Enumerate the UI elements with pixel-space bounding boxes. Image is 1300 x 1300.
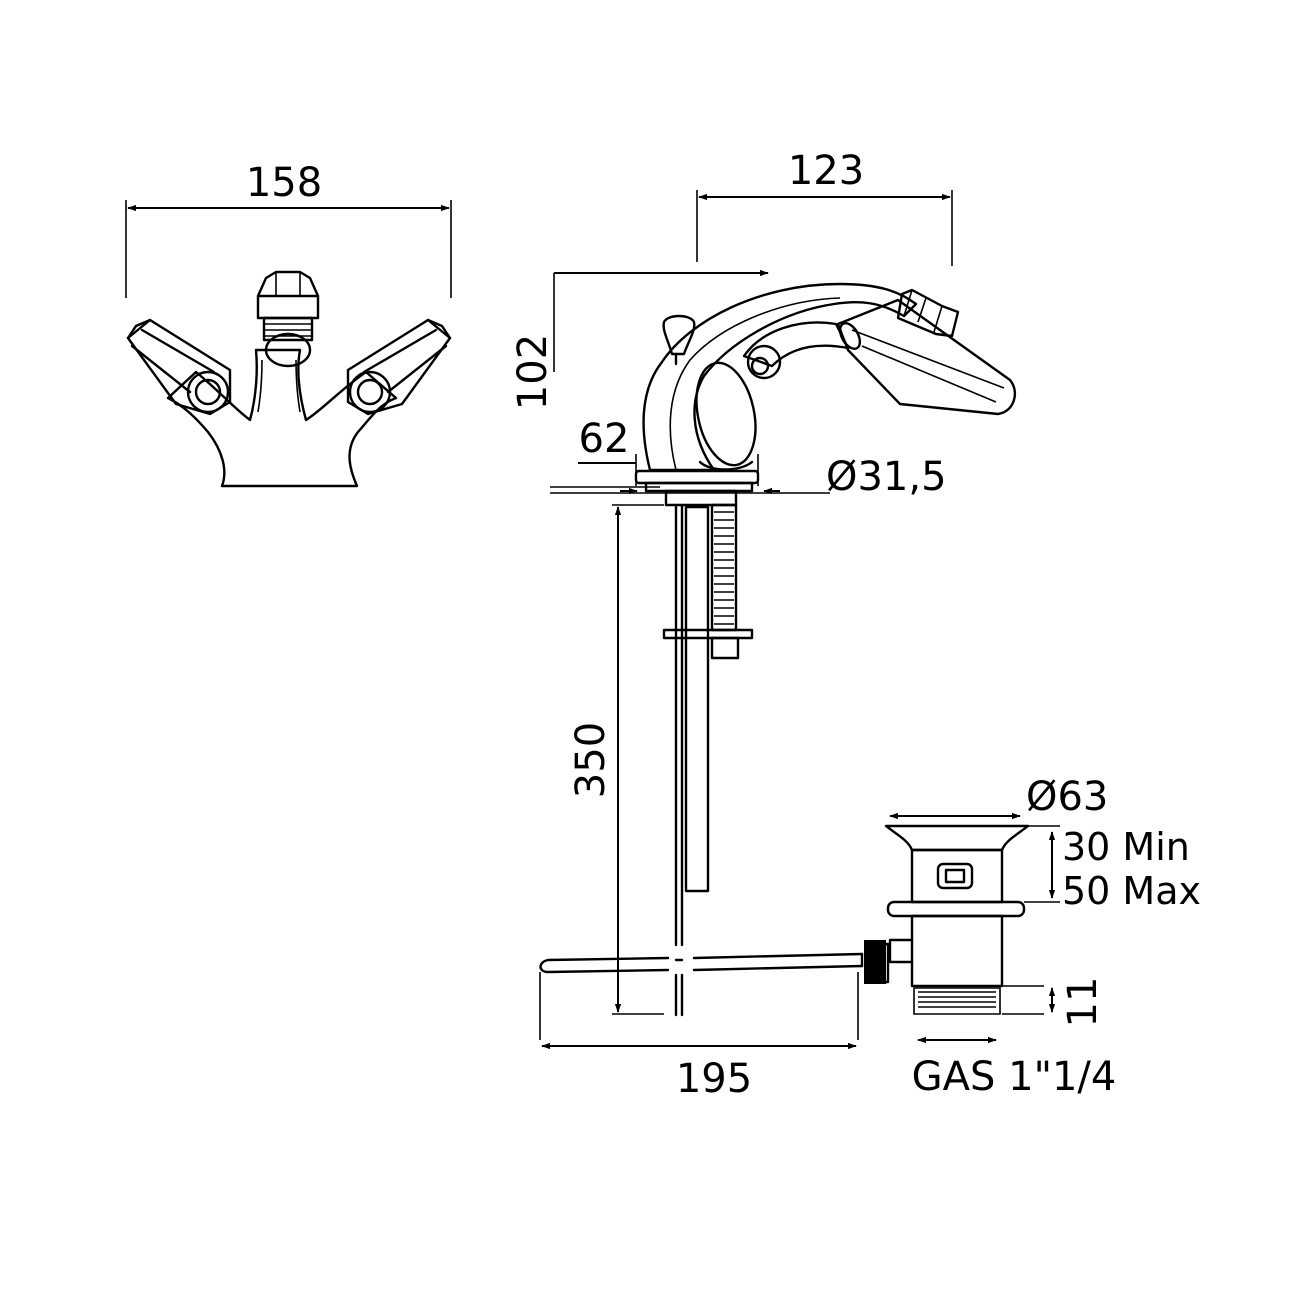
dimension-pull-rod-length: 350 bbox=[568, 722, 614, 798]
dimension-base-height: 62 bbox=[579, 416, 630, 462]
dimension-rod-reach: 195 bbox=[676, 1056, 752, 1102]
dimension-waste-max: 50 Max bbox=[1062, 869, 1201, 913]
dimension-width-front: 158 bbox=[246, 160, 322, 206]
dimension-waste-diameter: Ø63 bbox=[1026, 774, 1108, 820]
side-view bbox=[539, 190, 1060, 1050]
thread-spec: GAS 1"1/4 bbox=[912, 1054, 1117, 1100]
dimension-thread-length: 11 bbox=[1060, 977, 1106, 1028]
dimension-spout-reach: 123 bbox=[788, 148, 864, 194]
dimension-height: 102 bbox=[510, 334, 556, 410]
dimension-waste-min: 30 Min bbox=[1062, 825, 1190, 869]
dimension-base-diameter: Ø31,5 bbox=[826, 454, 947, 500]
front-view bbox=[125, 200, 452, 488]
waste-assembly bbox=[864, 812, 1060, 1044]
